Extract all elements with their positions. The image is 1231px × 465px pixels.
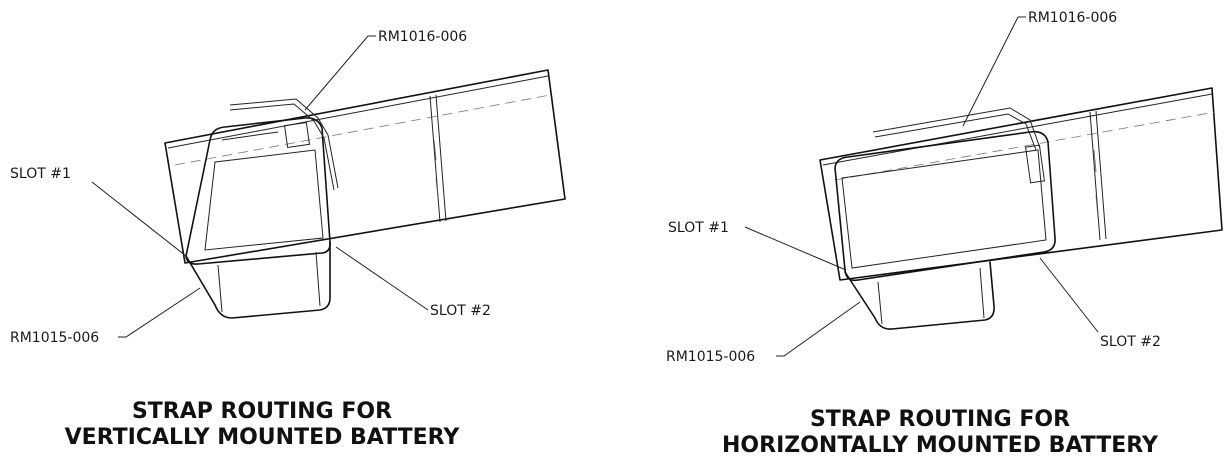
horizontal-tray-slot-mark-a [1093, 149, 1097, 173]
vertical-label-slot2: SLOT #2 [430, 303, 491, 319]
horizontal-tray-inner-edge [822, 93, 1213, 166]
horizontal-lower-box-edge-b [979, 267, 985, 319]
vertical-tray-divider-a [429, 95, 441, 223]
horizontal-lower-box [844, 261, 995, 330]
vertical-label-slot1: SLOT #1 [10, 166, 71, 182]
horizontal-strap-top [872, 107, 1041, 149]
horizontal-title-line2: HORIZONTALLY MOUNTED BATTERY [722, 433, 1159, 458]
vertical-battery-top-edge [221, 131, 279, 141]
vertical-title-line1: STRAP ROUTING FOR [132, 399, 392, 424]
horizontal-mount-drawing [819, 87, 1223, 330]
horizontal-leader-slot1 [744, 226, 847, 271]
horizontal-tray-divider-a [1089, 111, 1101, 241]
horizontal-tray-outline [819, 87, 1223, 281]
horizontal-label-slot2: SLOT #2 [1100, 334, 1161, 350]
vertical-leader-slot1 [91, 181, 187, 257]
vertical-title-line2: VERTICALLY MOUNTED BATTERY [65, 425, 461, 450]
horizontal-tray-dashed-line [834, 111, 1216, 181]
horizontal-tray-divider-b [1095, 110, 1107, 240]
horizontal-label-slot1: SLOT #1 [668, 220, 729, 236]
horizontal-battery-body [834, 130, 1056, 282]
horizontal-lower-box-edge-a [877, 281, 883, 325]
vertical-strap-top [229, 98, 339, 189]
vertical-leader-rm1015 [118, 287, 201, 338]
vertical-tray-divider-b [435, 94, 447, 222]
horizontal-tray-slot-mark-b [1095, 194, 1099, 219]
vertical-leader-slot2 [335, 246, 429, 311]
vertical-label-rm1015: RM1015-006 [10, 330, 99, 346]
vertical-leader-rm1016 [304, 35, 376, 111]
vertical-lower-box-edge-b [315, 251, 321, 307]
horizontal-label-rm1016: RM1016-006 [1028, 10, 1117, 26]
vertical-mount-drawing [164, 69, 566, 319]
vertical-tray-inner-edge [167, 75, 549, 149]
horizontal-battery-terminal [1024, 144, 1046, 184]
horizontal-label-rm1015: RM1015-006 [666, 349, 755, 365]
vertical-label-rm1016: RM1016-006 [378, 29, 467, 45]
horizontal-battery-face [841, 149, 1047, 269]
horizontal-leader-slot2 [1039, 257, 1099, 333]
vertical-battery-terminal [284, 122, 310, 148]
horizontal-strap-top-inner [874, 113, 1037, 151]
horizontal-leader-rm1015 [776, 301, 861, 357]
vertical-lower-box [185, 241, 331, 319]
vertical-lower-box-edge-a [217, 264, 223, 313]
horizontal-leader-rm1016 [962, 16, 1026, 127]
vertical-tray-slot-mark-b [435, 177, 439, 199]
vertical-battery-face [204, 149, 324, 251]
horizontal-title-line1: STRAP ROUTING FOR [810, 407, 1070, 432]
vertical-strap-top-inner [229, 103, 335, 191]
vertical-tray-slot-mark-a [433, 139, 437, 161]
vertical-tray-outline [164, 69, 566, 264]
